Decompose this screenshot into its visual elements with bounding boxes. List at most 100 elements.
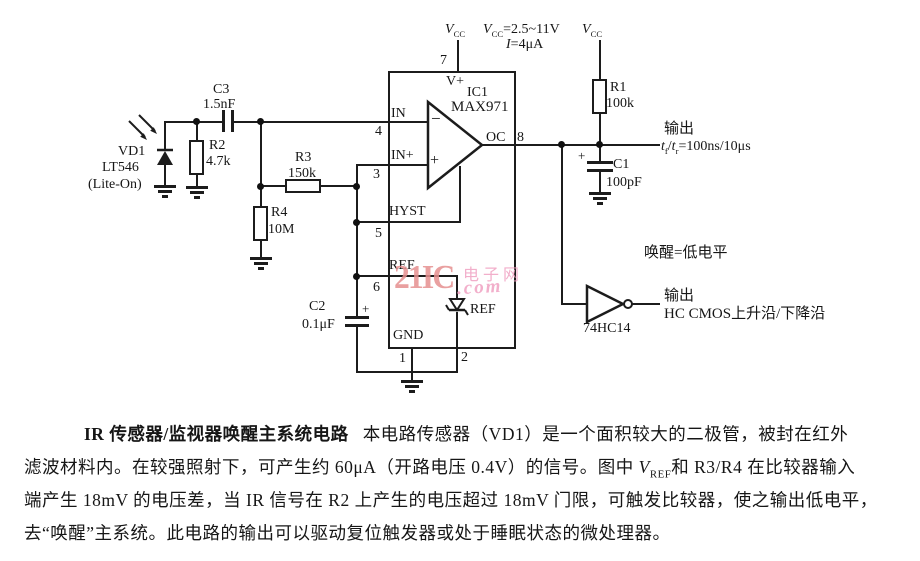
r2-refdes: R2 <box>209 138 226 153</box>
pin4-number: 4 <box>375 124 382 139</box>
c1-polarity-mark: + <box>578 148 586 163</box>
capacitor-c2-plate <box>345 324 369 327</box>
vcc-label: VCC <box>445 22 466 39</box>
c2-polarity-mark: + <box>362 301 370 316</box>
wire <box>260 121 262 187</box>
r2-value: 4.7k <box>206 154 231 169</box>
caption-line2: 滤波材料内。在较强照射下，可产生约 60μA（开路电压 0.4V）的信号。图中 … <box>24 457 856 481</box>
wire <box>356 164 358 316</box>
photodiode-vd1 <box>128 114 173 185</box>
ground-symbol <box>589 192 611 203</box>
ground-symbol <box>401 380 423 391</box>
pin-oc-label: OC <box>486 130 506 145</box>
wire <box>260 185 286 187</box>
supply-current-label: I=4μA <box>506 37 544 52</box>
vcc-label: VCC <box>582 22 603 39</box>
wire <box>356 371 458 373</box>
junction-dot <box>257 183 264 190</box>
watermark-21ic: 21IC <box>394 259 455 296</box>
caption-line4: 去“唤醒”主系统。此电路的输出可以驱动复位触发器或处于睡眠状态的微处理器。 <box>24 523 671 543</box>
wire <box>599 172 601 192</box>
wire <box>456 275 458 300</box>
r3-value: 150k <box>288 166 316 181</box>
wire <box>459 166 461 222</box>
wire <box>164 121 166 151</box>
ground-symbol <box>250 257 272 268</box>
junction-dot <box>353 219 360 226</box>
pin7-number: 7 <box>440 53 447 68</box>
vd1-part: LT546 <box>102 160 139 175</box>
pin-in-label: IN <box>391 106 406 121</box>
output2-label: 输出 <box>664 288 695 304</box>
resistor-r1-body <box>592 79 607 114</box>
comparator-symbol <box>426 99 485 191</box>
zener-ref-diode <box>445 298 469 316</box>
wire <box>260 241 262 257</box>
c3-value: 1.5nF <box>203 97 236 112</box>
r1-value: 100k <box>606 96 634 111</box>
pin8-number: 8 <box>517 130 524 145</box>
ic1-part-number: MAX971 <box>451 99 509 115</box>
wire <box>599 114 601 146</box>
wake-condition-label: 唤醒=低电平 <box>644 245 728 261</box>
pin3-number: 3 <box>373 167 380 182</box>
wire <box>561 146 563 305</box>
c1-refdes: C1 <box>613 157 630 172</box>
vplus-pin-label: V+ <box>446 74 465 89</box>
watermark-com: .com <box>456 275 503 300</box>
zener-ref-label: REF <box>470 302 496 317</box>
junction-dot <box>353 273 360 280</box>
wire <box>456 312 458 373</box>
c1-value: 100pF <box>606 175 642 190</box>
wire <box>196 121 198 141</box>
wire <box>356 164 428 166</box>
junction-dot <box>558 141 565 148</box>
junction-dot <box>596 141 603 148</box>
capacitor-c3-plate <box>222 110 225 132</box>
junction-dot <box>193 118 200 125</box>
pin1-number: 1 <box>399 351 406 366</box>
wire <box>457 40 459 72</box>
resistor-r2-body <box>189 140 204 175</box>
capacitor-c2-plate <box>345 316 369 319</box>
pin-inplus-label: IN+ <box>391 148 414 163</box>
pin6-number: 6 <box>373 280 380 295</box>
ground-symbol <box>186 186 208 197</box>
wire <box>632 303 660 305</box>
wire <box>482 144 660 146</box>
inverter-74hc14-symbol <box>585 283 633 325</box>
vd1-vendor: (Lite-On) <box>88 177 142 192</box>
c3-refdes: C3 <box>213 82 230 97</box>
junction-dot <box>353 183 360 190</box>
pin-ref-label: REF <box>389 258 415 273</box>
wire <box>196 174 198 186</box>
wire <box>561 303 588 305</box>
inverter-part-number: 74HC14 <box>583 321 631 336</box>
wire <box>234 121 429 123</box>
wire <box>356 327 358 373</box>
vd1-refdes: VD1 <box>118 144 146 159</box>
wire <box>356 275 458 277</box>
r4-value: 10M <box>268 222 295 237</box>
capacitor-c1-plate <box>587 169 613 172</box>
resistor-r3-body <box>285 179 321 193</box>
caption-title: IR 传感器/监视器唤醒主系统电路 <box>84 424 349 444</box>
output1-label: 输出 <box>664 121 695 137</box>
pin-hyst-label: HYST <box>389 204 426 219</box>
resistor-r4-body <box>253 206 268 241</box>
watermark-cn: 电子网 <box>463 267 524 284</box>
caption-line3: 端产生 18mV 的电压差，当 IR 信号在 R2 上产生的电压超过 18mV … <box>24 490 878 510</box>
ic1-refdes: IC1 <box>467 85 488 100</box>
comparator-inverting-mark: − <box>431 109 441 128</box>
pin-gnd-label: GND <box>393 328 424 343</box>
vcc-range-label: VCC=2.5~11V <box>483 22 560 39</box>
caption-line1: IR 传感器/监视器唤醒主系统电路本电路传感器（VD1）是一个面积较大的二极管，… <box>84 424 849 444</box>
pin5-number: 5 <box>375 226 382 241</box>
junction-dot <box>257 118 264 125</box>
comparator-noninverting-mark: + <box>430 152 440 169</box>
c2-value: 0.1μF <box>302 317 335 332</box>
pin2-number: 2 <box>461 350 468 365</box>
output1-timing: tf/tr=100ns/10μs <box>661 139 751 156</box>
c2-refdes: C2 <box>309 299 326 314</box>
